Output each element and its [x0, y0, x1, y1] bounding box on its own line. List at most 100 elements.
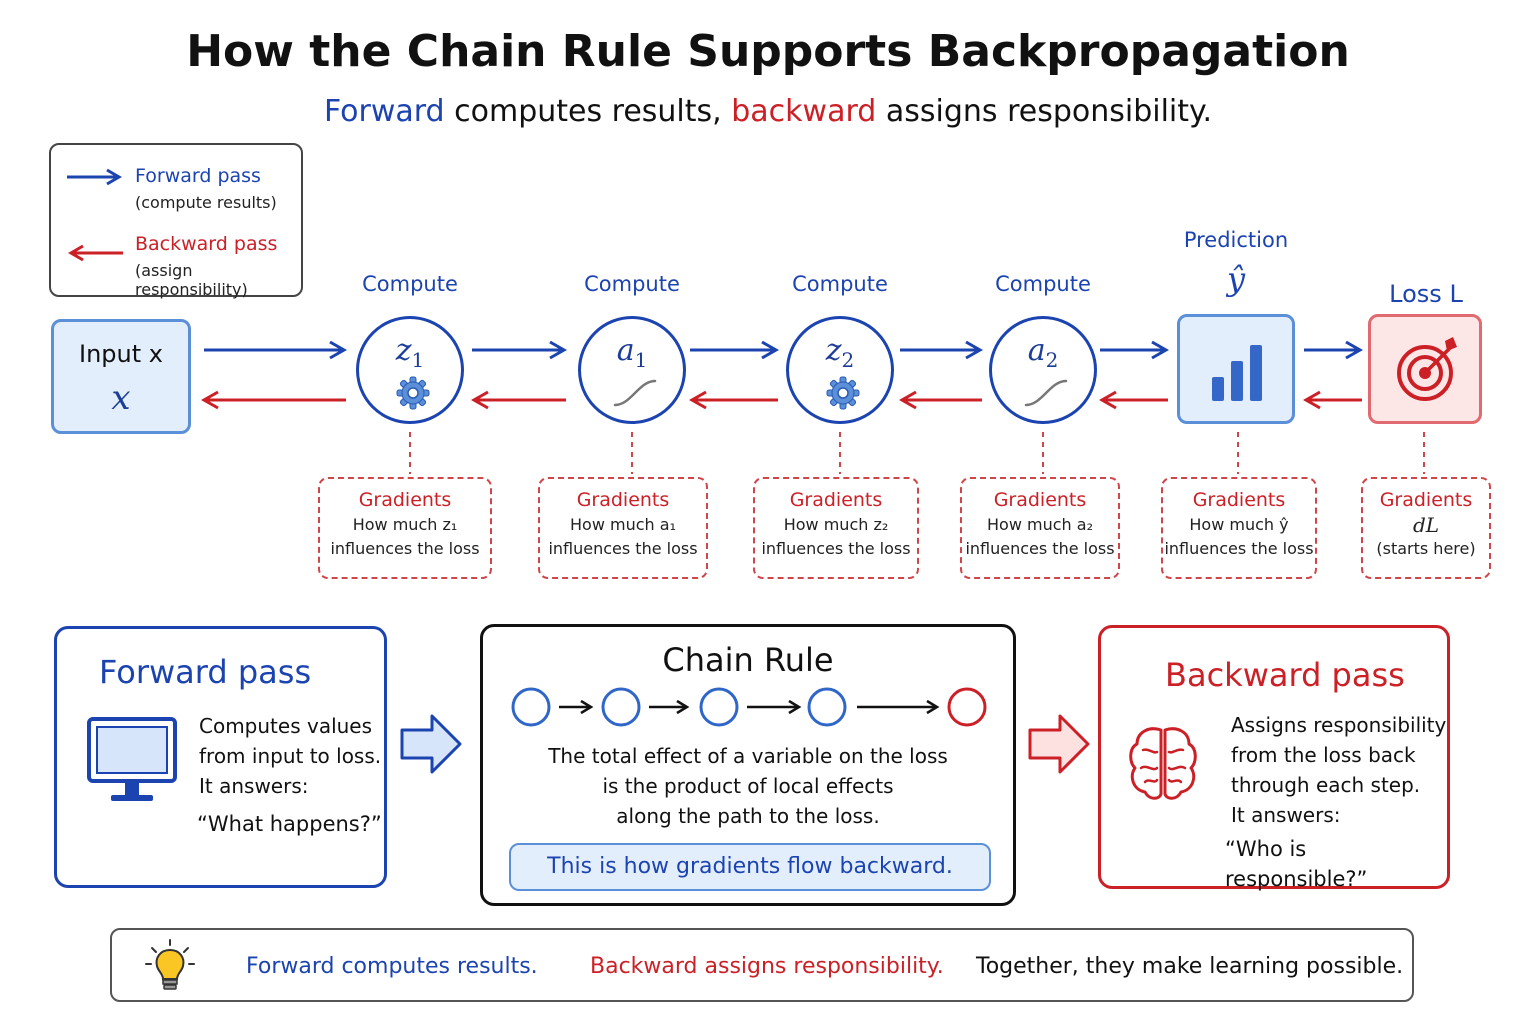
backward-arrow-icon [68, 244, 123, 262]
gradient-title: Gradients [358, 489, 452, 511]
chain-node-3 [699, 687, 739, 727]
gradient-box-z1: Gradients How much z₁ influences the los… [318, 477, 492, 579]
node-z2: z2 [786, 316, 894, 424]
stage-label-3: Compute [792, 272, 888, 296]
bar-chart-icon [1212, 345, 1262, 401]
node-z1: z1 [356, 316, 464, 424]
legend-backward-label: Backward pass [135, 233, 278, 255]
footer-summary: Forward computes results. Backward assig… [110, 928, 1414, 1002]
node-a2-var-letter: a [1027, 333, 1046, 368]
node-a2-var-sub: 2 [1045, 348, 1059, 372]
forward-panel-line-2: from input to loss. [199, 744, 382, 768]
node-a2-var: a2 [992, 333, 1094, 372]
subtitle-part-1: computes results, [444, 94, 732, 129]
prediction-label: Prediction [1183, 228, 1289, 252]
forward-arrow-icon [67, 168, 122, 186]
monitor-icon [87, 717, 177, 801]
forward-panel-title: Forward pass [99, 653, 312, 691]
chain-rule-panel: Chain Rule The total effect of a variabl… [480, 624, 1016, 906]
gear-icon [826, 376, 860, 410]
input-node: Input x x [51, 319, 191, 434]
gradient-line-1: How much z₁ [352, 515, 458, 534]
forward-panel-text: Computes values from input to loss. It a… [199, 711, 381, 801]
gradient-box-a2: Gradients How much a₂ influences the los… [960, 477, 1120, 579]
loss-node [1368, 314, 1482, 424]
forward-panel-line-3: It answers: [199, 774, 309, 798]
target-icon [1397, 337, 1457, 401]
gradient-title: Gradients [1192, 489, 1286, 511]
prediction-var: ŷ [1226, 260, 1246, 298]
chain-panel-line-2: is the product of local effects [602, 774, 894, 798]
chain-node-4 [807, 687, 847, 727]
backward-panel-line-2: from the loss back [1231, 743, 1416, 767]
chain-panel-text: The total effect of a variable on the lo… [483, 741, 1013, 831]
node-z1-var: z1 [359, 333, 461, 372]
node-z2-var-letter: z [825, 333, 842, 368]
chain-node-1 [511, 687, 551, 727]
brain-icon [1129, 727, 1197, 800]
node-a1-var-sub: 1 [634, 348, 648, 372]
footer-together-text: Together, they make learning possible. [976, 954, 1404, 979]
loss-label: Loss L [1389, 280, 1463, 308]
page-subtitle: Forward computes results, backward assig… [0, 94, 1536, 129]
forward-panel-line-1: Computes values [199, 714, 373, 738]
legend-forward-label: Forward pass [135, 165, 261, 187]
forward-panel-quote: “What happens?” [197, 812, 382, 836]
chain-panel-line-3: along the path to the loss. [616, 804, 880, 828]
gradient-line-1: How much a₁ [570, 515, 676, 534]
gradient-line-1: How much ŷ [1189, 515, 1289, 534]
gradient-box-prediction: Gradients How much ŷ influences the loss [1161, 477, 1317, 579]
node-z1-var-sub: 1 [411, 348, 425, 372]
stage-label-2: Compute [584, 272, 680, 296]
node-a1: a1 [578, 316, 686, 424]
node-a1-var-letter: a [616, 333, 635, 368]
gradient-box-a1: Gradients How much a₁ influences the los… [538, 477, 708, 579]
gradient-line-2: (starts here) [1376, 539, 1476, 558]
gradient-title: Gradients [993, 489, 1087, 511]
backward-panel-text: Assigns responsibility from the loss bac… [1231, 710, 1446, 830]
node-z2-var: z2 [789, 333, 891, 372]
backward-pass-panel: Backward pass Assigns responsibility fro… [1098, 625, 1450, 891]
chain-sequence [511, 687, 987, 727]
flow-arrows [200, 340, 1425, 474]
backward-panel-title: Backward pass [1165, 656, 1405, 694]
input-var: x [111, 378, 131, 418]
legend: Forward pass (compute results) Backward … [49, 143, 303, 299]
backward-panel-line-3: through each step. [1231, 773, 1421, 797]
node-z1-var-letter: z [395, 333, 412, 368]
subtitle-backward-word: backward [731, 94, 877, 129]
backward-panel-line-1: Assigns responsibility [1231, 713, 1447, 737]
subtitle-forward-word: Forward [323, 94, 445, 129]
chain-node-2 [601, 687, 641, 727]
gradient-title: Gradients [576, 489, 670, 511]
input-label: Input x [79, 340, 163, 368]
prediction-node [1177, 314, 1295, 424]
lightbulb-icon [145, 939, 195, 990]
stage-label-1: Compute [362, 272, 458, 296]
chain-panel-note: This is how gradients flow backward. [509, 843, 991, 891]
chain-node-loss [947, 687, 987, 727]
gradient-box-loss: Gradients dL (starts here) [1361, 477, 1491, 579]
gradient-line-2: influences the loss [761, 539, 911, 558]
gradient-title: Gradients [1379, 489, 1473, 511]
backward-panel-line-4: It answers: [1231, 803, 1341, 827]
forward-to-chain-arrow-icon [400, 714, 462, 774]
node-z2-var-sub: 2 [841, 348, 855, 372]
sigmoid-icon [613, 379, 657, 407]
subtitle-part-2: assigns responsibility. [876, 94, 1213, 129]
gear-icon [396, 376, 430, 410]
chain-panel-title: Chain Rule [662, 641, 834, 679]
gradient-box-z2: Gradients How much z₂ influences the los… [753, 477, 919, 579]
sigmoid-icon [1024, 379, 1068, 407]
footer-backward-text: Backward assigns responsibility. [590, 954, 944, 979]
gradient-line-2: influences the loss [1164, 539, 1314, 558]
gradient-line-2: influences the loss [965, 539, 1115, 558]
footer-forward-text: Forward computes results. [246, 954, 538, 979]
node-a2: a2 [989, 316, 1097, 424]
legend-backward-sub: (assign responsibility) [135, 261, 248, 299]
gradient-line-1: How much a₂ [987, 515, 1093, 534]
chain-panel-line-1: The total effect of a variable on the lo… [548, 744, 948, 768]
backward-arrows [200, 390, 1362, 410]
forward-pass-panel: Forward pass Computes values from input … [54, 626, 387, 888]
page-title: How the Chain Rule Supports Backpropagat… [186, 26, 1350, 77]
